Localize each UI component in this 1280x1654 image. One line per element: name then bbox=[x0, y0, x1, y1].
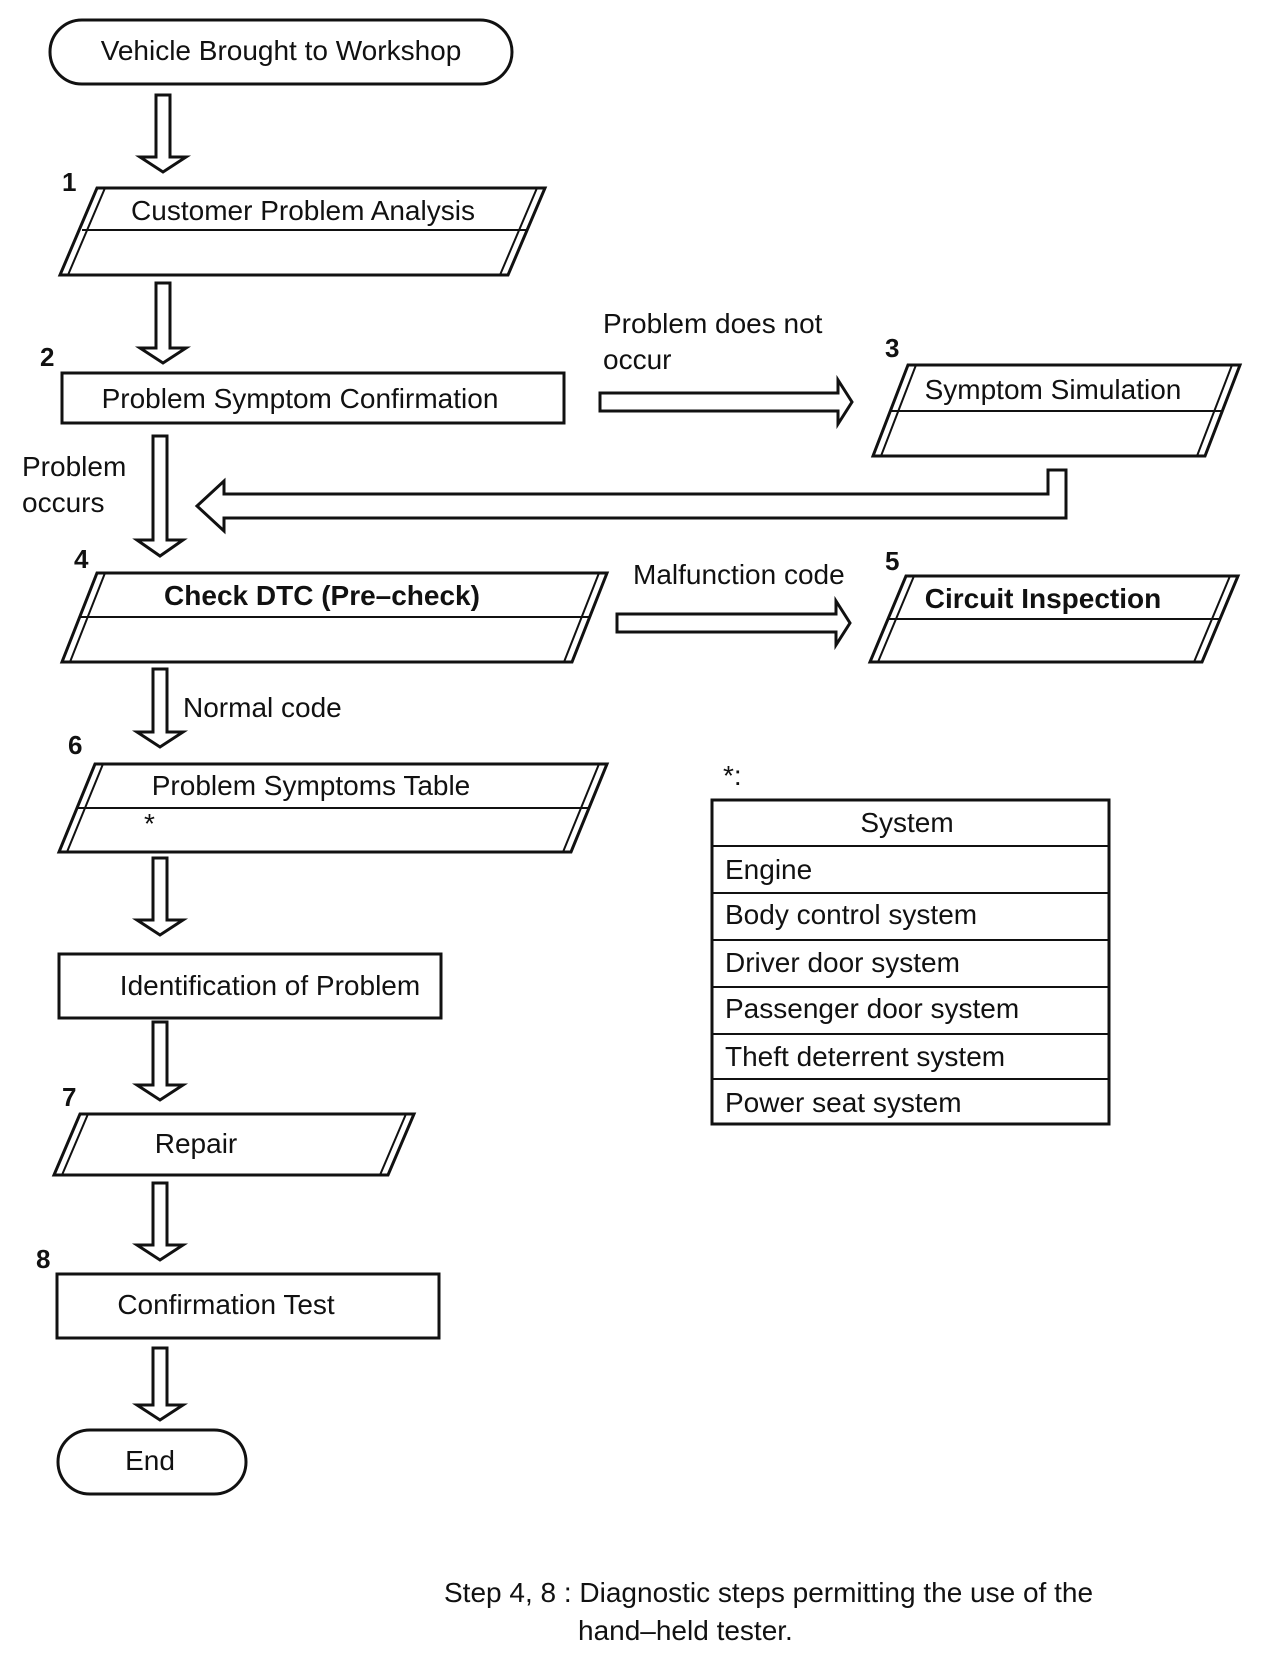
system-table-row: Passenger door system bbox=[725, 993, 1019, 1024]
system-table: *: System Engine Body control system Dri… bbox=[710, 760, 1111, 1126]
branch-malfunction-label: Malfunction code bbox=[633, 559, 845, 590]
system-table-border bbox=[710, 798, 1111, 1126]
system-table-marker: *: bbox=[723, 760, 742, 791]
step-7-label: Repair bbox=[155, 1128, 237, 1159]
step-6-sublabel: * bbox=[144, 808, 155, 839]
down-arrow-8 bbox=[131, 1346, 189, 1422]
identification-node: Identification of Problem bbox=[57, 952, 443, 1020]
down-arrow-1 bbox=[134, 93, 192, 174]
start-label: Vehicle Brought to Workshop bbox=[101, 35, 462, 66]
step-2-shape bbox=[60, 371, 566, 425]
step-2-label: Problem Symptom Confirmation bbox=[102, 383, 499, 414]
step-1-shape bbox=[57, 186, 548, 277]
start-terminator-shape bbox=[48, 18, 514, 86]
step-2-number: 2 bbox=[40, 342, 54, 372]
step-5-node: 5 Circuit Inspection bbox=[867, 546, 1241, 664]
identification-shape bbox=[57, 952, 443, 1020]
step-6-number: 6 bbox=[68, 730, 82, 760]
end-label: End bbox=[125, 1445, 175, 1476]
system-table-row: Theft deterrent system bbox=[725, 1041, 1005, 1072]
end-node: End bbox=[56, 1428, 248, 1496]
step-5-label: Circuit Inspection bbox=[925, 583, 1161, 614]
step-5-number: 5 bbox=[885, 546, 899, 576]
system-table-row: Body control system bbox=[725, 899, 977, 930]
down-arrow-6 bbox=[131, 1020, 189, 1102]
step-6-label: Problem Symptoms Table bbox=[152, 770, 471, 801]
step-4-number: 4 bbox=[74, 544, 89, 574]
identification-label: Identification of Problem bbox=[120, 970, 420, 1001]
step-3-number: 3 bbox=[885, 333, 899, 363]
start-node: Vehicle Brought to Workshop bbox=[48, 18, 514, 86]
step-3-node: 3 Symptom Simulation bbox=[870, 333, 1243, 458]
step-1-number: 1 bbox=[62, 167, 76, 197]
branch-normal-label: Normal code bbox=[183, 692, 342, 723]
system-table-header: System bbox=[860, 807, 953, 838]
step-2-node: 2 Problem Symptom Confirmation bbox=[40, 342, 566, 425]
system-table-row: Engine bbox=[725, 854, 812, 885]
step-6-node: 6 Problem Symptoms Table * bbox=[56, 730, 610, 854]
step-1-node: 1 Customer Problem Analysis bbox=[57, 167, 548, 277]
system-table-row: Driver door system bbox=[725, 947, 960, 978]
down-arrow-2 bbox=[134, 281, 192, 365]
branch-not-occur-label-line1: Problem does not bbox=[603, 308, 823, 339]
right-arrow-to-step-5 bbox=[615, 595, 852, 651]
step-8-node: 8 Confirmation Test bbox=[36, 1244, 441, 1340]
down-arrow-3 bbox=[132, 434, 188, 558]
down-arrow-7 bbox=[131, 1181, 189, 1262]
step-7-number: 7 bbox=[62, 1082, 76, 1112]
step-8-label: Confirmation Test bbox=[117, 1289, 335, 1320]
step-7-shape bbox=[51, 1112, 417, 1177]
step-8-number: 8 bbox=[36, 1244, 50, 1274]
right-arrow-to-step-3 bbox=[598, 374, 854, 430]
down-arrow-5 bbox=[131, 856, 189, 937]
branch-not-occur-label-line2: occur bbox=[603, 344, 671, 375]
step-1-label: Customer Problem Analysis bbox=[131, 195, 475, 226]
footnote: Step 4, 8 : Diagnostic steps permitting … bbox=[444, 1577, 1093, 1646]
footnote-line-1: Step 4, 8 : Diagnostic steps permitting … bbox=[444, 1577, 1093, 1608]
step-4-label: Check DTC (Pre–check) bbox=[164, 580, 480, 611]
step-3-label: Symptom Simulation bbox=[925, 374, 1182, 405]
down-arrow-4 bbox=[131, 667, 189, 749]
end-terminator-shape bbox=[56, 1428, 248, 1496]
branch-occurs-label-line1: Problem bbox=[22, 451, 126, 482]
step-7-node: 7 Repair bbox=[51, 1082, 417, 1177]
footnote-line-2: hand–held tester. bbox=[578, 1615, 793, 1646]
branch-occurs-label-line2: occurs bbox=[22, 487, 104, 518]
step-4-node: 4 Check DTC (Pre–check) bbox=[59, 544, 610, 664]
system-table-row: Power seat system bbox=[725, 1087, 962, 1118]
step-8-shape bbox=[55, 1272, 441, 1340]
return-arrow-from-step-3 bbox=[194, 468, 1068, 535]
